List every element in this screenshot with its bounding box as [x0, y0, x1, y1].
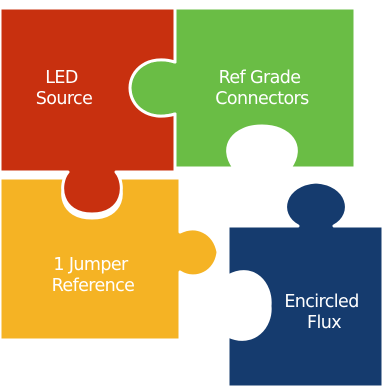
label-line: 1 Jumper	[53, 255, 129, 275]
label-line: LED	[45, 68, 78, 88]
puzzle-piece-encircled-flux	[226, 180, 383, 387]
label-line: Reference	[52, 276, 135, 296]
puzzle-piece-led-source	[0, 6, 177, 216]
label-line: Source	[36, 89, 93, 109]
piece-label-ref-grade-connectors: Ref Grade Connectors	[215, 68, 309, 109]
label-line: Ref Grade	[219, 68, 301, 88]
piece-label-led-source: LED Source	[36, 68, 93, 109]
label-line: Flux	[307, 313, 341, 333]
piece-label-1-jumper-reference: 1 Jumper Reference	[52, 255, 135, 296]
piece-label-encircled-flux: Encircled Flux	[284, 292, 363, 333]
label-line: Connectors	[215, 89, 309, 109]
label-line: Encircled	[284, 292, 358, 312]
puzzle-piece-1-jumper-reference	[0, 176, 220, 342]
